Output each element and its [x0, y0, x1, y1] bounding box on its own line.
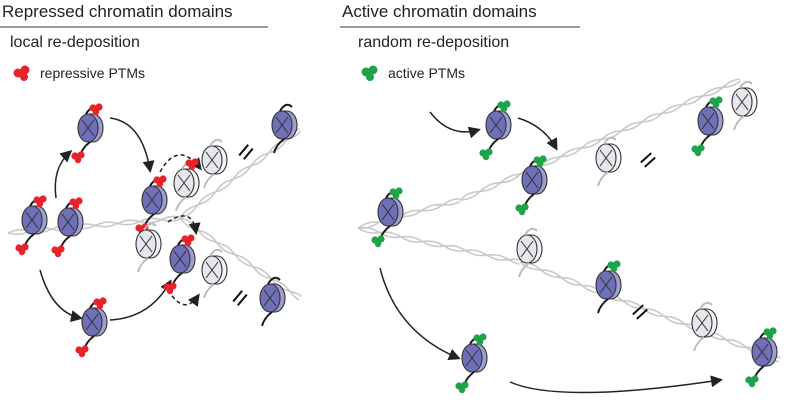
redeposition-arrow: [379, 267, 461, 361]
marked-nucleosome: [51, 197, 84, 258]
break-mark: [232, 290, 248, 306]
marked-nucleosome: [745, 327, 778, 388]
marked-nucleosome: [259, 276, 286, 327]
break-mark: [640, 152, 656, 168]
dna-strand: [179, 128, 302, 219]
marked-nucleosome: [515, 155, 548, 216]
left-panel: Repressed chromatin domains local re-dep…: [0, 0, 275, 409]
ptm-mark: [33, 195, 47, 208]
break-mark: [632, 304, 648, 320]
new-nucleosome: [135, 222, 162, 273]
ptm-mark: [181, 234, 195, 247]
redeposition-arrow: [429, 111, 481, 139]
right-legend: active PTMs: [360, 64, 465, 82]
break-mark: [238, 144, 254, 160]
right-panel-subtitle: random re-deposition: [358, 34, 510, 51]
redeposition-arrow: [167, 289, 200, 307]
right-panel: Active chromatin domains random re-depos…: [340, 0, 800, 409]
new-nucleosome: [201, 248, 228, 299]
marked-nucleosome: [75, 297, 108, 358]
ptm-mark: [69, 197, 83, 210]
right-legend-label: active PTMs: [388, 65, 466, 81]
left-legend: repressive PTMs: [12, 64, 145, 82]
dna-strand: [519, 261, 782, 363]
repressive-ptm-icon: [13, 65, 30, 81]
strand-break-marks: [232, 144, 656, 320]
redeposition-arrow: [109, 117, 155, 173]
new-nucleosome: [201, 138, 228, 189]
ptm-mark: [71, 151, 85, 164]
marked-nucleosome: [595, 260, 622, 314]
ptm-mark: [473, 333, 487, 346]
new-nucleosome: [173, 158, 200, 212]
ptm-mark: [763, 327, 777, 340]
ptm-mark: [455, 381, 469, 394]
ptm-mark: [691, 144, 705, 157]
redeposition-arrow: [509, 375, 723, 394]
active-ptm-icon: [361, 65, 378, 81]
ptm-mark: [15, 243, 29, 256]
right-panel-title: Active chromatin domains: [342, 2, 537, 21]
left-panel-title: Repressed chromatin domains: [2, 2, 233, 21]
marked-nucleosome: [691, 96, 724, 157]
marked-nucleosome: [371, 187, 404, 248]
ptm-mark: [185, 158, 199, 171]
dna-strand: [179, 217, 302, 301]
dna-strand: [459, 78, 741, 201]
marked-nucleosome: [163, 234, 196, 295]
ptm-mark: [89, 103, 103, 116]
ptm-mark: [515, 203, 529, 216]
marked-nucleosome: [455, 333, 488, 394]
ptm-mark: [163, 282, 177, 295]
left-title-rule: [0, 26, 268, 28]
ptm-mark: [93, 297, 107, 310]
redeposition-arrow: [167, 215, 201, 235]
new-nucleosome: [516, 227, 543, 278]
ptm-mark: [709, 96, 723, 109]
ptm-mark: [51, 245, 65, 258]
ptm-mark: [389, 187, 403, 200]
ptm-mark: [479, 148, 493, 161]
dna-strand: [357, 226, 521, 265]
left-panel-subtitle: local re-deposition: [10, 34, 140, 51]
redeposition-arrow: [109, 279, 172, 321]
new-nucleosome: [731, 80, 758, 131]
redeposition-arrow: [39, 269, 83, 322]
right-title-rule: [340, 26, 580, 28]
redeposition-arrow: [54, 150, 73, 199]
ptm-mark: [153, 175, 167, 188]
ptm-mark: [533, 155, 547, 168]
marked-nucleosome: [71, 103, 104, 164]
marked-nucleosome: [271, 103, 298, 154]
ptm-mark: [745, 375, 759, 388]
dna-strand: [357, 198, 461, 229]
nucleosomes: [15, 80, 778, 394]
ptm-mark: [497, 100, 511, 113]
redeposition-arrows: [39, 111, 723, 394]
marked-nucleosome: [135, 175, 168, 236]
marked-nucleosome: [15, 195, 48, 256]
redeposition-arrow: [517, 117, 558, 151]
ptm-mark: [607, 260, 621, 273]
new-nucleosome: [691, 301, 718, 352]
left-legend-label: repressive PTMs: [40, 65, 146, 81]
ptm-mark: [75, 345, 89, 358]
new-nucleosome: [595, 136, 622, 187]
ptm-mark: [371, 235, 385, 248]
marked-nucleosome: [479, 100, 512, 161]
